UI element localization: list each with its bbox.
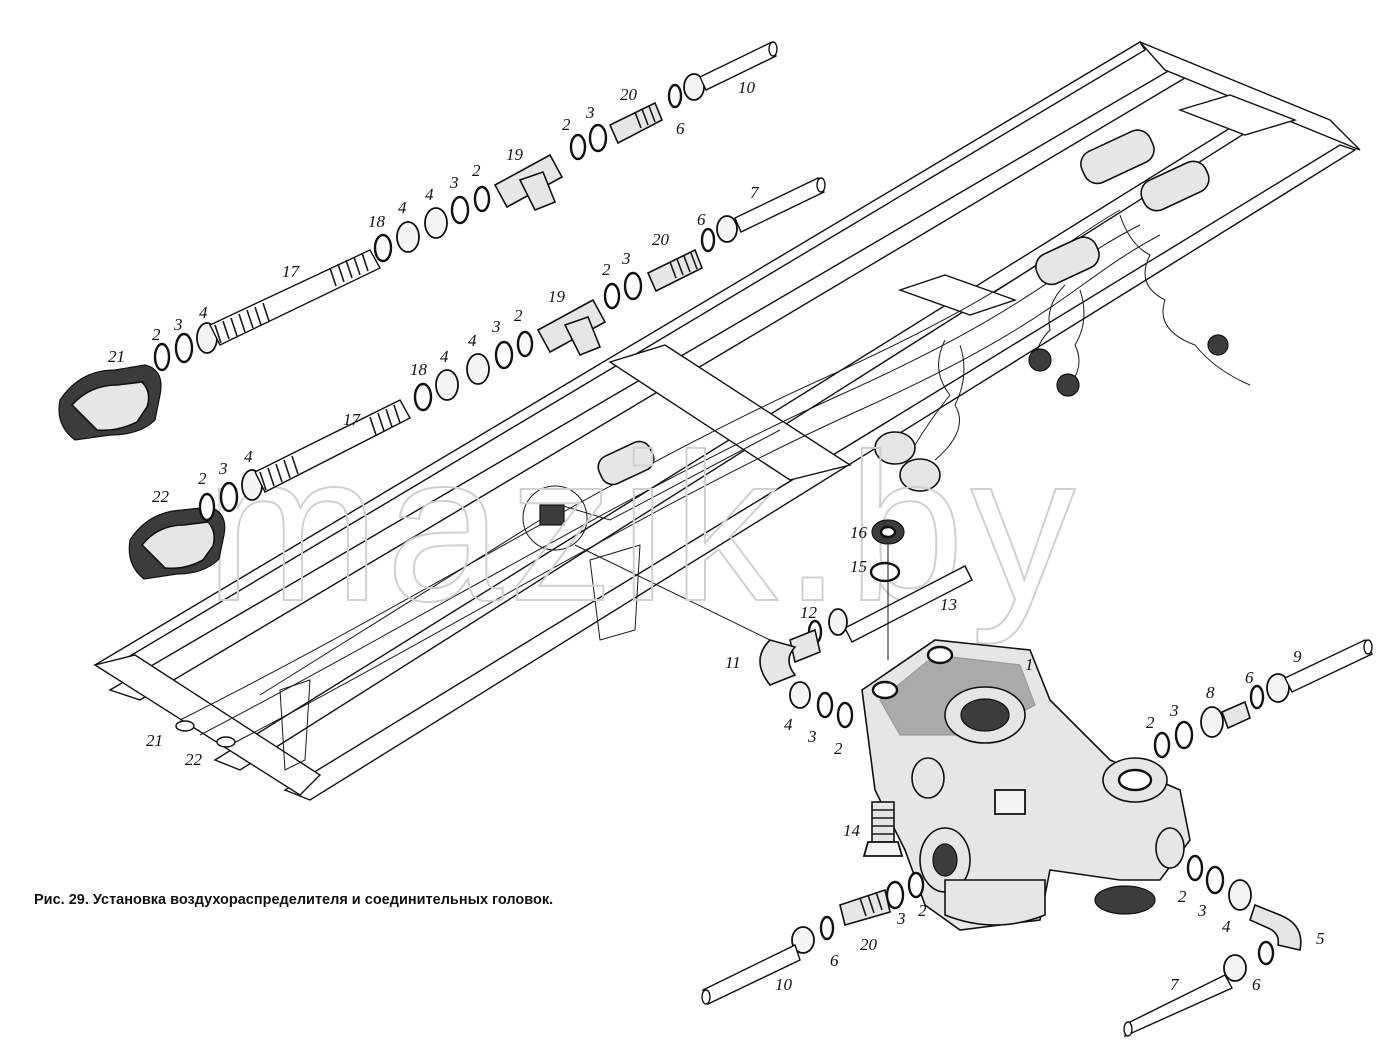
part-label-5: 5 xyxy=(1316,929,1325,948)
part-label-4: 4 xyxy=(468,331,477,350)
part-label-6: 6 xyxy=(697,210,706,229)
part-label-3: 3 xyxy=(1197,901,1207,920)
part-label-21-head: 21 xyxy=(108,347,125,366)
part-label-4: 4 xyxy=(784,715,793,734)
part-label-8: 8 xyxy=(1206,683,1215,702)
part-label-6: 6 xyxy=(830,951,839,970)
part-label-7: 7 xyxy=(1170,975,1180,994)
part-label-10: 10 xyxy=(738,78,756,97)
part-label-18: 18 xyxy=(410,360,428,379)
part-label-4: 4 xyxy=(398,198,407,217)
part-label-19: 19 xyxy=(506,145,524,164)
part-label-20: 20 xyxy=(620,85,638,104)
part-label-3: 3 xyxy=(491,317,501,336)
part-label-2: 2 xyxy=(472,161,481,180)
part-label-14: 14 xyxy=(843,821,861,840)
figure-caption: Рис. 29. Установка воздухораспределителя… xyxy=(34,892,554,908)
part-label-15: 15 xyxy=(850,557,867,576)
part-label-22-end: 22 xyxy=(185,750,203,769)
part-label-2: 2 xyxy=(562,115,571,134)
part-label-4: 4 xyxy=(425,185,434,204)
part-label-13: 13 xyxy=(940,595,957,614)
part-label-11: 11 xyxy=(725,653,741,672)
part-label-6: 6 xyxy=(676,119,685,138)
part-label-19: 19 xyxy=(548,287,566,306)
part-label-6: 6 xyxy=(1252,975,1261,994)
part-labels: 21 2 3 4 17 18 4 4 3 2 19 2 3 20 6 10 22… xyxy=(108,78,1325,994)
part-label-6: 6 xyxy=(1245,668,1254,687)
part-label-3: 3 xyxy=(585,103,595,122)
part-label-22-head: 22 xyxy=(152,487,170,506)
part-label-4: 4 xyxy=(440,347,449,366)
part-label-2: 2 xyxy=(152,325,161,344)
part-label-3: 3 xyxy=(807,727,817,746)
air-distributor-valve xyxy=(701,519,1373,1038)
part-label-10: 10 xyxy=(775,975,793,994)
part-label-12: 12 xyxy=(800,603,818,622)
part-label-2: 2 xyxy=(1146,713,1155,732)
upper-coupling-line xyxy=(58,41,778,441)
part-label-7: 7 xyxy=(750,183,760,202)
part-label-4: 4 xyxy=(244,447,253,466)
part-label-21-end: 21 xyxy=(146,731,163,750)
part-label-3: 3 xyxy=(449,173,459,192)
part-label-17: 17 xyxy=(343,410,362,429)
part-label-2: 2 xyxy=(918,901,927,920)
part-label-3: 3 xyxy=(173,315,183,334)
part-label-2: 2 xyxy=(602,260,611,279)
part-label-4: 4 xyxy=(199,303,208,322)
part-label-3: 3 xyxy=(1169,701,1179,720)
vehicle-frame xyxy=(93,41,1361,801)
part-label-4: 4 xyxy=(1222,917,1231,936)
part-label-16: 16 xyxy=(850,523,868,542)
part-label-17: 17 xyxy=(282,262,301,281)
part-label-20: 20 xyxy=(860,935,878,954)
part-label-2: 2 xyxy=(198,469,207,488)
part-label-2: 2 xyxy=(834,739,843,758)
part-label-2: 2 xyxy=(1178,887,1187,906)
lower-coupling-line xyxy=(128,177,826,580)
part-label-9: 9 xyxy=(1293,647,1302,666)
part-label-18: 18 xyxy=(368,212,386,231)
part-label-2: 2 xyxy=(514,306,523,325)
part-label-3: 3 xyxy=(218,459,228,478)
part-label-1: 1 xyxy=(1025,655,1034,674)
part-label-3: 3 xyxy=(621,249,631,268)
part-label-20: 20 xyxy=(652,230,670,249)
part-label-3: 3 xyxy=(896,909,906,928)
